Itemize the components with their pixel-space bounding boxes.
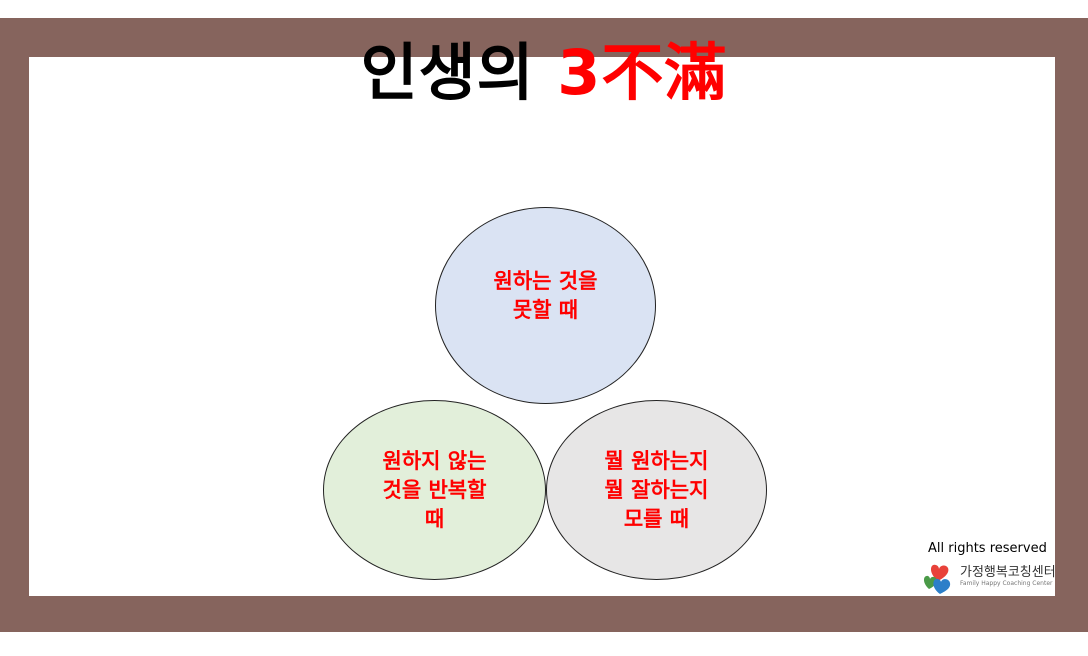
slide-title: 인생의 3不滿 (0, 22, 1088, 112)
title-accent: 3不滿 (557, 36, 728, 109)
circle-text: 모를 때 (623, 506, 690, 531)
rights-text: All rights reserved (928, 541, 1047, 556)
circle-text: 것을 반복할 (382, 477, 487, 502)
logo: 가정행복코칭센터 Family Happy Coaching Center (920, 559, 1056, 595)
circle-text: 뭘 원하는지 (604, 448, 709, 473)
circle-text: 원하지 않는 (382, 448, 487, 473)
circle-text: 때 (424, 506, 445, 531)
circle-text: 뭘 잘하는지 (604, 477, 709, 502)
hearts-logo-icon (924, 564, 951, 594)
circle-text: 못할 때 (512, 297, 579, 322)
title-main: 인생의 (360, 36, 558, 109)
logo-name-english: Family Happy Coaching Center (960, 580, 1053, 587)
circle-text: 원하는 것을 (493, 268, 598, 293)
logo-name-korean: 가정행복코칭센터 (960, 565, 1056, 580)
